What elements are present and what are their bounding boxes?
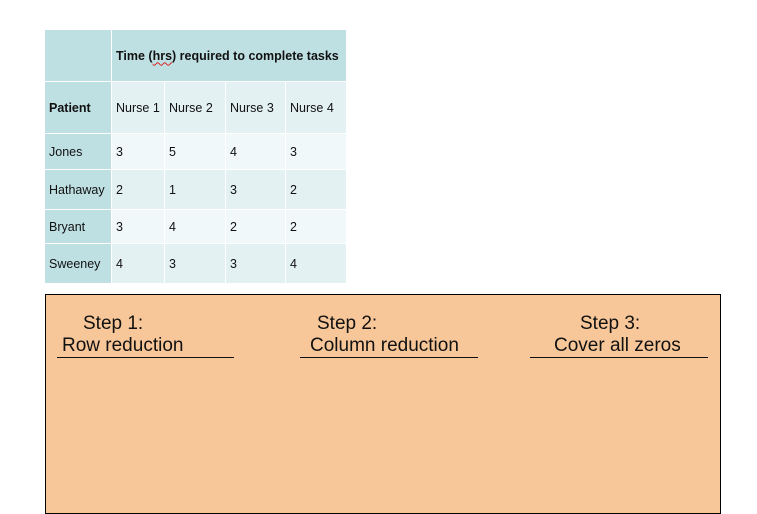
patient-header: Patient bbox=[44, 81, 112, 134]
patient-name: Jones bbox=[44, 133, 112, 170]
table-title: Time (hrs) required to complete tasks bbox=[111, 29, 347, 82]
step-2-name: Column reduction bbox=[300, 335, 478, 358]
title-part-hrs: hrs bbox=[152, 48, 173, 63]
step-3: Step 3: Cover all zeros bbox=[530, 313, 708, 358]
table-cell: 3 bbox=[111, 133, 165, 170]
patient-name: Bryant bbox=[44, 209, 112, 244]
step-1-label: Step 1: bbox=[83, 313, 144, 334]
nurse-header-3: Nurse 3 bbox=[225, 81, 286, 134]
table-cell: 4 bbox=[285, 243, 347, 284]
table-cell: 2 bbox=[225, 209, 286, 244]
table-cell: 2 bbox=[285, 169, 347, 210]
step-1-name: Row reduction bbox=[57, 335, 234, 358]
step-1: Step 1: Row reduction bbox=[57, 313, 234, 358]
table-cell: 4 bbox=[164, 209, 226, 244]
table-cell: 2 bbox=[285, 209, 347, 244]
steps-box: Step 1: Row reduction Step 2: Column red… bbox=[45, 294, 721, 514]
table-cell: 1 bbox=[164, 169, 226, 210]
table-row: Sweeney 4 3 3 4 bbox=[44, 243, 347, 284]
table-cell: 2 bbox=[111, 169, 165, 210]
title-part-1: Time ( bbox=[116, 48, 153, 63]
patient-name: Sweeney bbox=[44, 243, 112, 284]
table-cell: 4 bbox=[111, 243, 165, 284]
table-cell: 3 bbox=[225, 243, 286, 284]
table-cell: 3 bbox=[111, 209, 165, 244]
step-3-name: Cover all zeros bbox=[530, 335, 708, 358]
table-row: Jones 3 5 4 3 bbox=[44, 133, 347, 170]
nurse-header-2: Nurse 2 bbox=[164, 81, 226, 134]
table-row: Hathaway 2 1 3 2 bbox=[44, 169, 347, 210]
step-3-label: Step 3: bbox=[580, 313, 641, 334]
nurse-header-1: Nurse 1 bbox=[111, 81, 165, 134]
table-cell: 5 bbox=[164, 133, 226, 170]
nurse-time-table: Time (hrs) required to complete tasks Pa… bbox=[44, 29, 347, 284]
table-cell: 3 bbox=[164, 243, 226, 284]
step-2-label: Step 2: bbox=[317, 313, 378, 334]
patient-name: Hathaway bbox=[44, 169, 112, 210]
nurse-header-4: Nurse 4 bbox=[285, 81, 347, 134]
title-part-2: ) required to complete tasks bbox=[172, 48, 339, 63]
table-corner-cell bbox=[44, 29, 112, 82]
table-row: Bryant 3 4 2 2 bbox=[44, 209, 347, 244]
table-cell: 3 bbox=[225, 169, 286, 210]
step-2: Step 2: Column reduction bbox=[300, 313, 478, 358]
table-cell: 4 bbox=[225, 133, 286, 170]
table-cell: 3 bbox=[285, 133, 347, 170]
